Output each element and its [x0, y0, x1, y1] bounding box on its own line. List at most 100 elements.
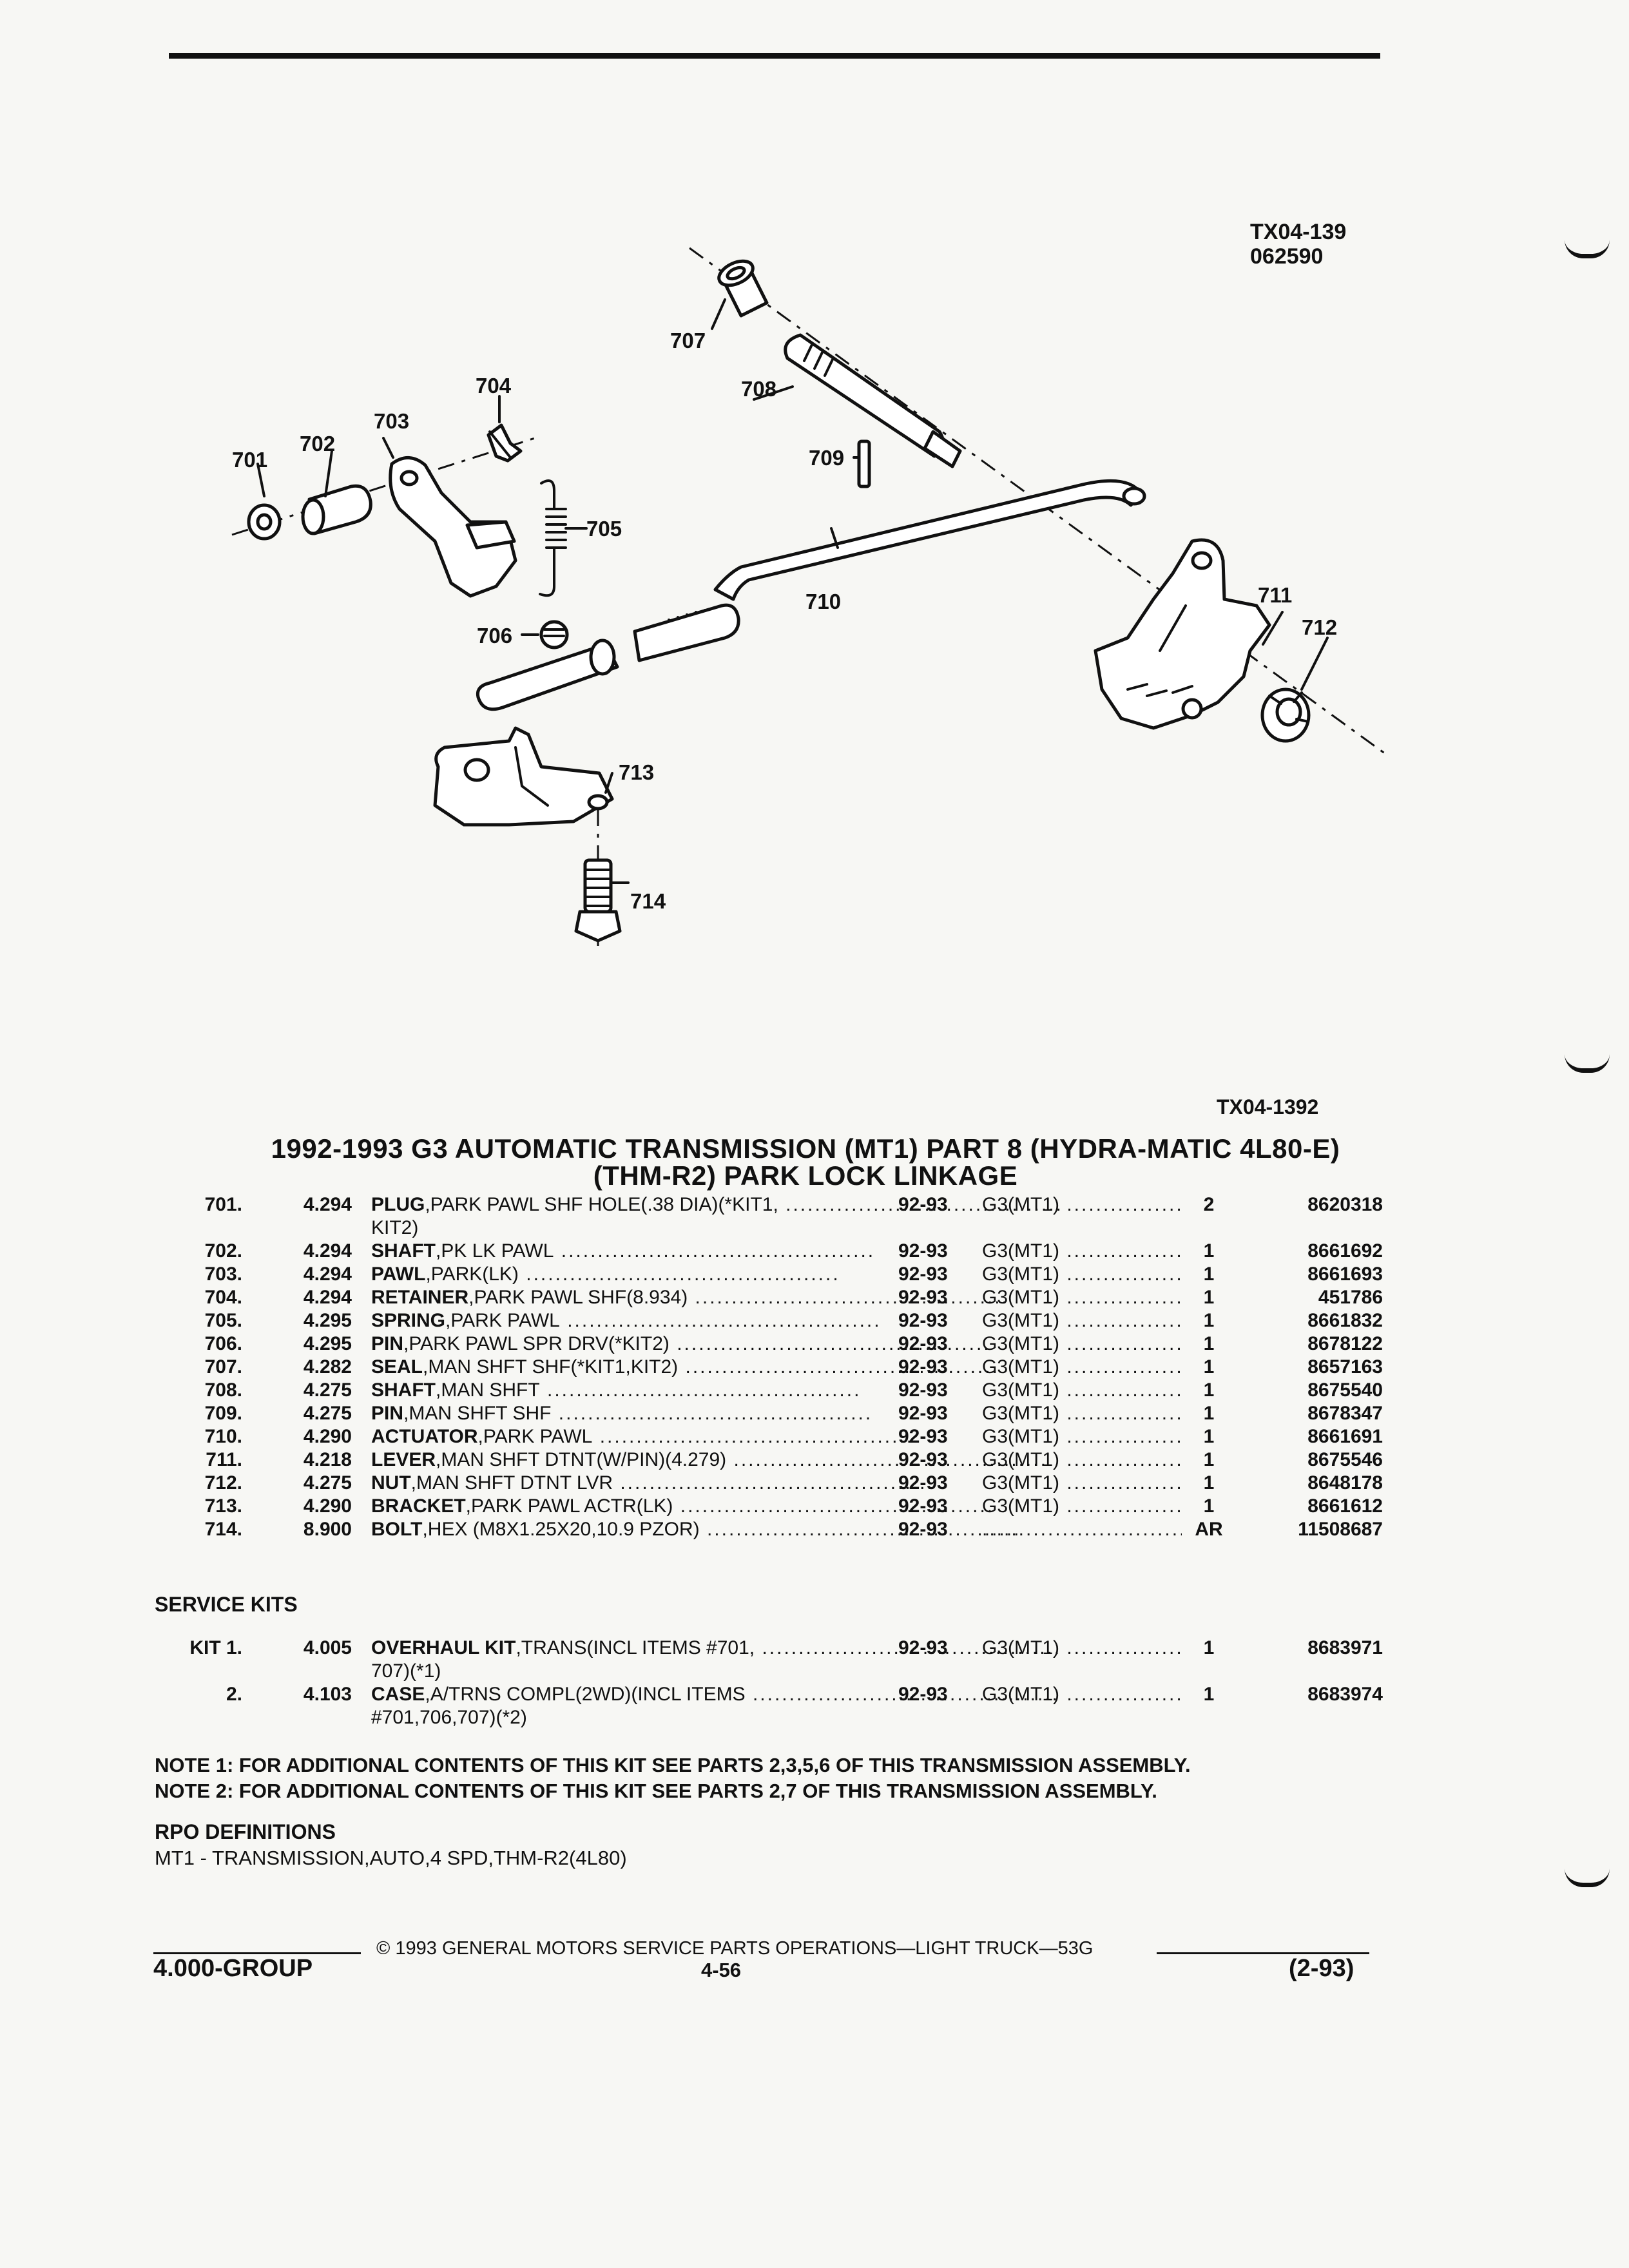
- diagram-ref-id: TX04-139: [1250, 220, 1347, 244]
- rpo-definition: MT1 - TRANSMISSION,AUTO,4 SPD,THM-R2(4L8…: [155, 1847, 627, 1869]
- model-years: 92-93: [898, 1684, 948, 1705]
- leader-dots: ..............................: [1066, 1310, 1182, 1331]
- part-description: PIN,MAN SHFT SHF .......................…: [371, 1402, 1061, 1425]
- quantity: 2: [1203, 1194, 1215, 1215]
- group-number: 4.275: [303, 1403, 352, 1424]
- callout-713: 713: [619, 760, 654, 784]
- part-name: RETAINER: [371, 1287, 469, 1308]
- part-name: SHAFT: [371, 1240, 436, 1262]
- callout-707: 707: [670, 329, 706, 352]
- part-713-bracket: [433, 726, 614, 827]
- title-line-1: 1992-1993 G3 AUTOMATIC TRANSMISSION (MT1…: [271, 1133, 1340, 1164]
- part-name: SHAFT: [371, 1379, 436, 1401]
- model-years: 92-93: [898, 1240, 948, 1262]
- application: G3(MT1) ..............................: [982, 1263, 1182, 1286]
- leader-dots: ........................................…: [755, 1637, 1061, 1658]
- binding-mark: [1565, 1869, 1610, 1887]
- part-number: 8661692: [1307, 1240, 1383, 1262]
- diagram-figure-id: TX04-1392: [1217, 1095, 1319, 1119]
- part-name: OVERHAUL KIT: [371, 1637, 516, 1658]
- callout-704: 704: [476, 374, 512, 398]
- part-name: PIN: [371, 1333, 404, 1354]
- item-number: 704.: [204, 1287, 242, 1308]
- quantity: 1: [1203, 1379, 1215, 1401]
- part-702-shaft: [301, 484, 372, 535]
- part-703-pawl: [389, 456, 517, 598]
- part-description: PAWL,PARK(LK) ..........................…: [371, 1263, 1061, 1286]
- item-number: 703.: [204, 1264, 242, 1285]
- service-kits-heading: SERVICE KITS: [155, 1593, 298, 1616]
- application-code: G3(MT1): [982, 1637, 1059, 1658]
- part-name: BRACKET: [371, 1495, 466, 1517]
- part-name: CASE: [371, 1684, 425, 1705]
- application: G3(MT1) ..............................: [982, 1309, 1182, 1332]
- application: G3(MT1) ..............................: [982, 1332, 1182, 1356]
- leader-dots: ........................................…: [688, 1287, 1009, 1308]
- rpo-heading: RPO DEFINITIONS: [155, 1820, 336, 1843]
- group-number: 4.290: [303, 1426, 352, 1447]
- part-number: 8620318: [1307, 1194, 1383, 1215]
- callout-705: 705: [586, 517, 622, 541]
- leader-dots: ..............................: [1066, 1356, 1182, 1378]
- leader-dots: ........................................…: [699, 1519, 1021, 1540]
- application: ..............................: [982, 1518, 1182, 1541]
- application-code: G3(MT1): [982, 1684, 1059, 1705]
- part-name: PIN: [371, 1403, 404, 1424]
- callout-701: 701: [232, 448, 267, 472]
- leader-dots: ..............................: [1066, 1449, 1182, 1470]
- leader-dots: ..............................: [1066, 1379, 1182, 1401]
- leader-dots: ........................................…: [726, 1449, 1048, 1470]
- application-code: G3(MT1): [982, 1264, 1059, 1285]
- part-708-manual-shaft: [784, 333, 962, 468]
- model-years: 92-93: [898, 1495, 948, 1517]
- section-title: 1992-1993 G3 AUTOMATIC TRANSMISSION (MT1…: [193, 1135, 1418, 1189]
- part-number: 8661691: [1307, 1426, 1383, 1447]
- pawl-axis-line: [231, 437, 535, 536]
- part-707-seal: [717, 259, 769, 318]
- part-number: 8657163: [1307, 1356, 1383, 1378]
- note-1: NOTE 1: FOR ADDITIONAL CONTENTS OF THIS …: [155, 1754, 1191, 1776]
- part-number: 451786: [1318, 1287, 1383, 1308]
- group-number: 4.275: [303, 1379, 352, 1401]
- item-number: 714.: [204, 1519, 242, 1540]
- part-description: BRACKET,PARK PAWL ACTR(LK) .............…: [371, 1495, 1061, 1518]
- part-description: SPRING,PARK PAWL .......................…: [371, 1309, 1061, 1332]
- quantity: 1: [1203, 1356, 1215, 1378]
- leader-dots: ........................................…: [786, 1194, 1061, 1215]
- callout-703: 703: [374, 409, 409, 433]
- leader-dots: ..............................: [982, 1519, 1182, 1540]
- part-number: 8675540: [1307, 1379, 1383, 1401]
- leader-dots: ........................................…: [673, 1495, 995, 1517]
- quantity: 1: [1203, 1684, 1215, 1705]
- part-description: ACTUATOR,PARK PAWL .....................…: [371, 1425, 1061, 1448]
- group-number: 8.900: [303, 1519, 352, 1540]
- part-detail: ,MAN SHFT SHF: [403, 1403, 552, 1424]
- part-number: 8648178: [1307, 1472, 1383, 1494]
- application-code: G3(MT1): [982, 1194, 1059, 1215]
- leader-dots: ..............................: [1066, 1194, 1182, 1215]
- leader-dots: ..............................: [1066, 1495, 1182, 1517]
- callout-708: 708: [741, 377, 776, 401]
- application: G3(MT1) ..............................: [982, 1495, 1182, 1518]
- callout-711: 711: [1258, 583, 1292, 607]
- callout-710: 710: [805, 590, 841, 613]
- quantity: 1: [1203, 1264, 1215, 1285]
- quantity: 1: [1203, 1495, 1215, 1517]
- item-number: KIT 1.: [189, 1637, 242, 1658]
- part-name: LEVER: [371, 1449, 436, 1470]
- part-number: 8678122: [1307, 1333, 1383, 1354]
- application-code: G3(MT1): [982, 1403, 1059, 1424]
- part-name: ACTUATOR: [371, 1426, 478, 1447]
- part-description: SHAFT,PK LK PAWL .......................…: [371, 1240, 1061, 1263]
- application: G3(MT1) ..............................: [982, 1402, 1182, 1425]
